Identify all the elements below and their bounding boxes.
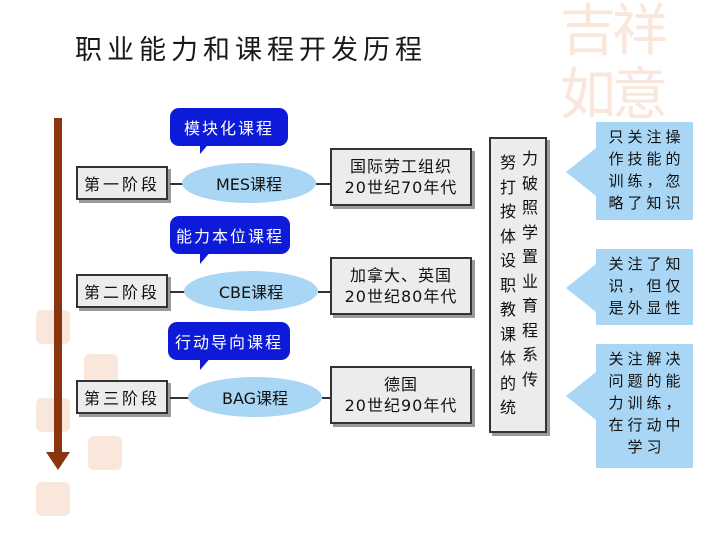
connector-line <box>316 183 330 185</box>
watermark-stamp <box>36 310 70 344</box>
stage-label: 第二阶段 <box>76 274 168 308</box>
course-type-bubble: 行动导向课程 <box>168 322 290 360</box>
stage-label: 第一阶段 <box>76 166 168 200</box>
course-ellipse: BAG课程 <box>188 377 322 417</box>
course-type-bubble: 模块化课程 <box>170 108 288 146</box>
timeline-arrow-head <box>46 452 70 470</box>
origin-box: 德国 20世纪90年代 <box>330 366 472 424</box>
connector-line <box>322 397 330 399</box>
critique-callout: 只关注操作技能的训练，忽略了知识 <box>596 122 693 220</box>
page-title: 职业能力和课程开发历程 <box>75 35 427 66</box>
origin-era: 20世纪70年代 <box>344 178 458 197</box>
origin-org: 德国 <box>383 375 418 394</box>
origin-org: 加拿大、英国 <box>349 266 452 285</box>
watermark-stamp <box>36 398 70 432</box>
watermark-stamp <box>36 482 70 516</box>
callout-arrow <box>566 148 596 196</box>
origin-box: 国际劳工组织 20世纪70年代 <box>330 148 472 206</box>
connector-line <box>170 397 194 399</box>
connector-line <box>170 291 194 293</box>
callout-arrow <box>566 264 596 312</box>
connector-line <box>318 291 330 293</box>
central-goal-text-left: 努打按体设职教课体的统 <box>499 153 516 417</box>
origin-era: 20世纪80年代 <box>344 287 458 306</box>
critique-callout: 关注了知识，但仅是外显性 <box>596 249 693 325</box>
watermark-seal: 吉祥如意 <box>560 0 668 128</box>
origin-org: 国际劳工组织 <box>349 157 452 176</box>
stage-label: 第三阶段 <box>76 380 168 414</box>
timeline-arrow-shaft <box>54 118 62 454</box>
origin-box: 加拿大、英国 20世纪80年代 <box>330 257 472 315</box>
watermark-stamp <box>88 436 122 470</box>
course-ellipse: MES课程 <box>182 163 316 203</box>
origin-era: 20世纪90年代 <box>344 396 458 415</box>
central-goal-text-right: 力破照学置业育程系传 <box>521 149 538 389</box>
callout-arrow <box>566 372 596 420</box>
course-type-bubble: 能力本位课程 <box>170 216 290 254</box>
central-goal-box: 努打按体设职教课体的统 力破照学置业育程系传 <box>489 137 547 433</box>
critique-callout: 关注解决问题的能力训练，在行动中学习 <box>596 344 693 468</box>
course-ellipse: CBE课程 <box>184 271 318 311</box>
